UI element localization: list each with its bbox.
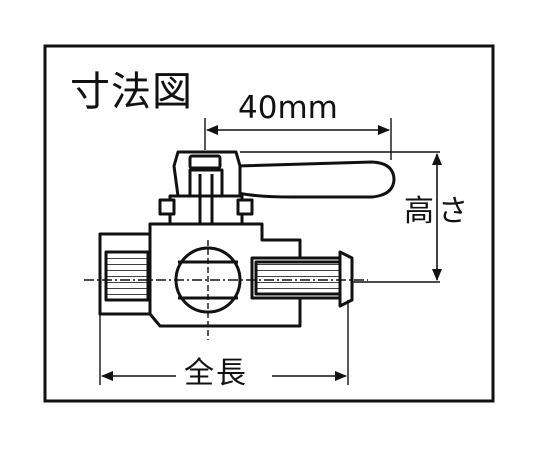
length-dimension-label: 全長 xyxy=(184,356,248,391)
dimension-lines xyxy=(101,125,442,381)
handle-knob xyxy=(188,154,222,170)
height-dimension-label: 高さ xyxy=(404,194,472,229)
diagram-border xyxy=(43,44,495,403)
handle-lever xyxy=(234,160,396,199)
extension-lines xyxy=(84,118,440,385)
width-dimension-label: 40mm xyxy=(238,90,338,126)
diagram-title: 寸法図 xyxy=(70,69,193,115)
valve-drawing xyxy=(98,150,396,328)
